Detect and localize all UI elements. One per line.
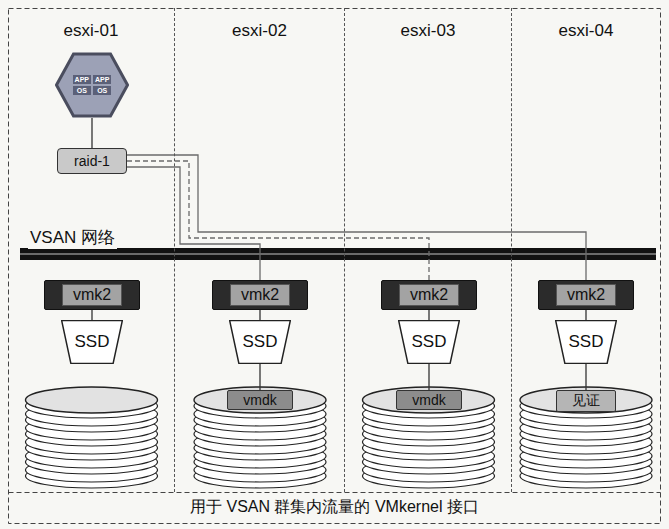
host-column: esxi-02 vmk2SSD vmdk <box>175 8 345 492</box>
ssd-label: SSD <box>412 332 447 352</box>
box-label: 见证 <box>572 392 600 410</box>
vmdk-object: vmdk <box>396 390 462 410</box>
vm-layer-label: APP <box>73 75 91 84</box>
vmdk-object: vmdk <box>227 390 293 410</box>
ssd-cache: SSD <box>61 320 123 364</box>
connector <box>91 118 92 148</box>
nic-label: vmk2 <box>556 284 616 306</box>
connector <box>428 310 429 320</box>
shape-outline <box>55 52 129 118</box>
host-name: esxi-01 <box>8 21 174 41</box>
network-label: VSAN 网络 <box>28 226 117 249</box>
shape-path <box>556 320 617 363</box>
witness-object: 见证 <box>556 390 616 412</box>
box-label: vmdk <box>412 392 445 408</box>
disk-stack <box>26 387 158 488</box>
connector <box>127 161 429 280</box>
outer-border <box>9 9 661 524</box>
vm-layer-label: OS <box>93 86 111 95</box>
host-name: esxi-02 <box>175 21 344 41</box>
connector <box>127 167 260 280</box>
vmkernel-nic: vmk2 <box>44 280 140 310</box>
connector <box>259 310 260 320</box>
vmkernel-nic: vmk2 <box>381 280 477 310</box>
connector <box>585 310 586 320</box>
ssd-cache: SSD <box>555 320 617 364</box>
nic-label: vmk2 <box>399 284 459 306</box>
connector <box>91 310 92 320</box>
disk-stack <box>194 387 326 488</box>
box-label: vmdk <box>243 392 276 408</box>
vmkernel-nic: vmk2 <box>538 280 634 310</box>
connector <box>585 364 586 390</box>
connector <box>127 155 586 280</box>
vm-layer-label: APP <box>93 75 111 84</box>
shape-path <box>56 54 127 116</box>
vm-layer-label: OS <box>73 86 91 95</box>
box-label: raid-1 <box>74 153 110 169</box>
shape-path <box>62 320 123 363</box>
vm-icon: APPAPPOSOS <box>55 52 129 118</box>
vm-grid: APPAPPOSOS <box>73 75 112 95</box>
shape-path <box>399 320 460 363</box>
connector <box>259 364 260 390</box>
nic-label: vmk2 <box>62 284 122 306</box>
network-bar <box>20 248 656 260</box>
disk-stack <box>363 387 495 488</box>
host-name: esxi-03 <box>345 21 511 41</box>
ssd-cache: SSD <box>398 320 460 364</box>
vmkernel-nic: vmk2 <box>212 280 308 310</box>
host-column: esxi-04 vmk2SSD 见证 <box>512 8 660 492</box>
caption-row: 用于 VSAN 群集内流量的 VMkernel 接口 <box>0 497 669 518</box>
ssd-label: SSD <box>75 332 110 352</box>
nic-label: vmk2 <box>230 284 290 306</box>
ssd-cache: SSD <box>229 320 291 364</box>
host-column: esxi-01APPAPPOSOSraid-1vmk2SSD <box>8 8 175 492</box>
caption: 用于 VSAN 群集内流量的 VMkernel 接口 <box>190 498 479 515</box>
ssd-label: SSD <box>243 332 278 352</box>
network-bar-strip <box>20 253 656 255</box>
host-name: esxi-04 <box>512 21 660 41</box>
raid-box: raid-1 <box>57 148 127 174</box>
shape-path <box>230 320 291 363</box>
caption-divider <box>9 492 661 493</box>
ssd-label: SSD <box>569 332 604 352</box>
connector <box>428 364 429 390</box>
host-column: esxi-03 vmk2SSD vmdk <box>345 8 512 492</box>
disk-stack <box>520 387 652 488</box>
